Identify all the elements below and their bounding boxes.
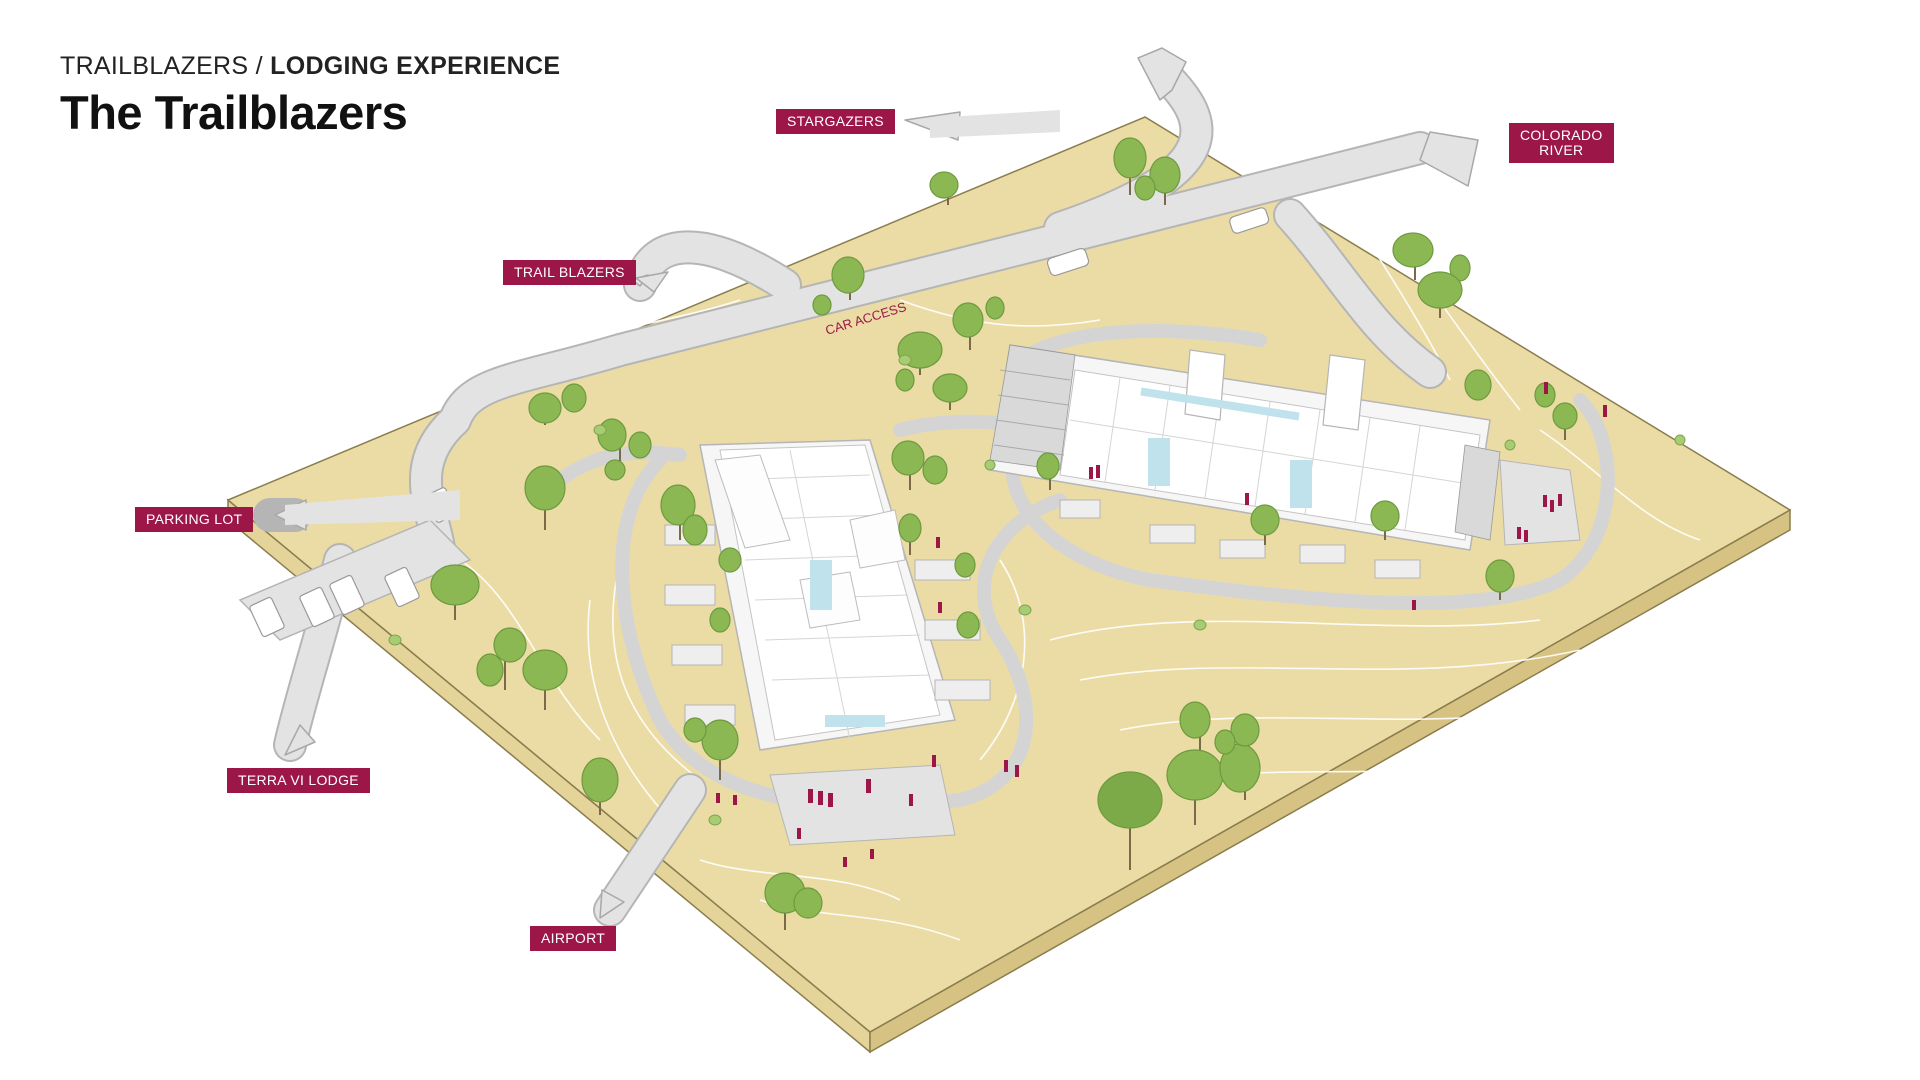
colorado-river-label-line-1: COLORADO — [1520, 127, 1603, 143]
page-header: TRAILBLAZERS / LODGING EXPERIENCE The Tr… — [60, 52, 560, 140]
east-lodge-building — [989, 344, 1581, 579]
people-figures — [716, 382, 1607, 867]
trail-blazers-label[interactable]: TRAIL BLAZERS — [503, 260, 636, 285]
east-solar-panels — [989, 344, 1501, 541]
east-plaza — [1499, 459, 1581, 546]
road-cars — [1046, 207, 1270, 277]
arrow-airport — [599, 889, 625, 919]
trees — [388, 137, 1686, 930]
west-skylight — [810, 560, 832, 610]
west-entrance-glass — [825, 715, 885, 727]
west-plaza — [769, 764, 956, 846]
page-title: The Trailblazers — [60, 86, 408, 139]
breadcrumb-separator: / — [248, 52, 271, 80]
terra-vi-lodge-label[interactable]: TERRA VI LODGE — [227, 768, 370, 793]
stargazers-label[interactable]: STARGAZERS — [776, 109, 895, 134]
breadcrumb: TRAILBLAZERS / LODGING EXPERIENCE — [60, 52, 560, 81]
east-pods — [1059, 499, 1421, 579]
arrow-north — [1137, 47, 1187, 101]
east-panel-lines — [993, 369, 1071, 456]
airport-label[interactable]: AIRPORT — [530, 926, 617, 951]
arrow-terra-vi-lodge — [284, 724, 316, 756]
breadcrumb-current: LODGING EXPERIENCE — [270, 52, 561, 80]
parking-lot-label[interactable]: PARKING LOT — [135, 507, 254, 532]
west-lodge-building — [664, 439, 991, 846]
roads — [253, 58, 1615, 927]
shrubs — [388, 354, 1686, 826]
breadcrumb-parent[interactable]: TRAILBLAZERS — [60, 52, 249, 80]
arrow-colorado-river — [1419, 131, 1479, 187]
colorado-river-label-line-2: RIVER — [1539, 142, 1584, 158]
east-glazing — [1140, 387, 1312, 508]
colorado-river-label[interactable]: COLORADO RIVER — [1509, 123, 1614, 163]
arrow-trail-blazers-head — [635, 271, 669, 293]
